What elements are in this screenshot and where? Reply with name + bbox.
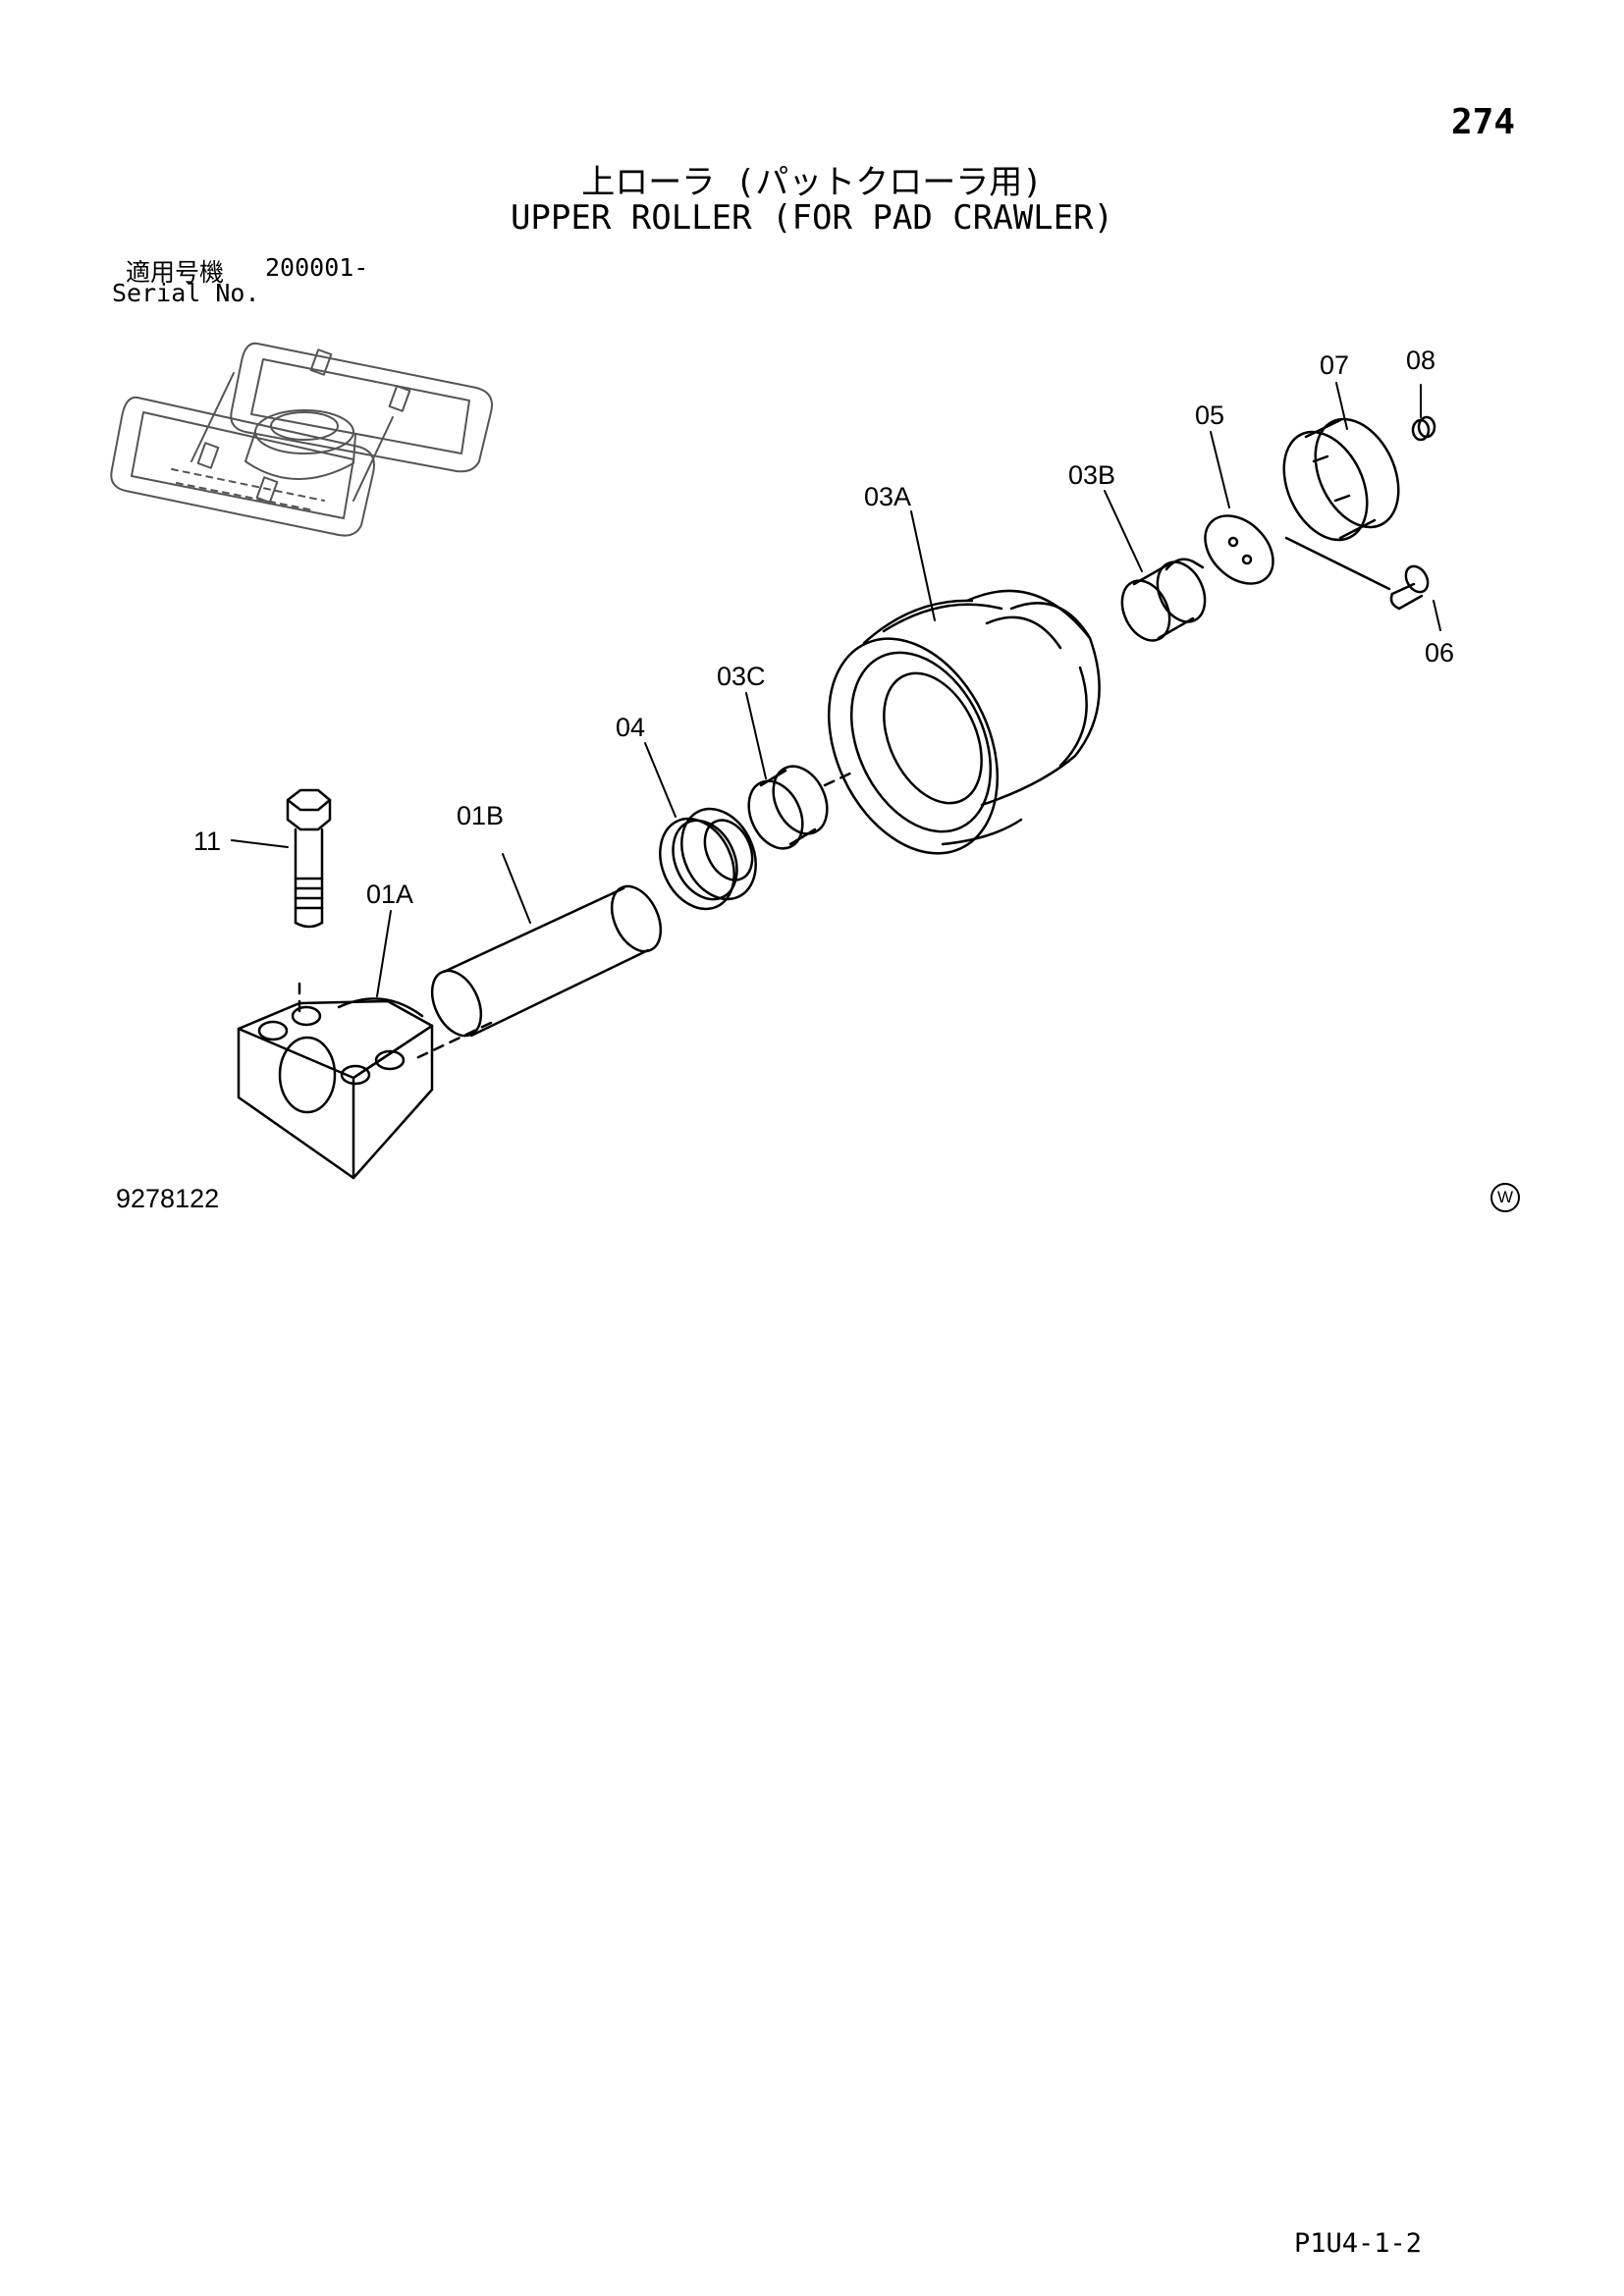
part-label-03a: 03A xyxy=(864,482,912,511)
leader-lines xyxy=(231,382,1441,997)
serial-label-japanese: 適用号機 xyxy=(126,258,225,287)
part-04-seal xyxy=(659,807,757,911)
part-03b-bushing xyxy=(1120,558,1207,642)
page-code: P1U4-1-2 xyxy=(1294,2228,1423,2259)
part-01b-shaft xyxy=(410,884,663,1062)
part-label-01a: 01A xyxy=(366,880,414,909)
page-title-english: UPPER ROLLER (FOR PAD CRAWLER) xyxy=(510,198,1114,238)
page-title-japanese: 上ローラ (パットクローラ用) xyxy=(581,163,1043,202)
undercarriage-locator-illustration xyxy=(110,342,493,537)
part-label-03c: 03C xyxy=(717,662,766,691)
drawing-number: 9278122 xyxy=(116,1184,220,1213)
part-08-plug xyxy=(1411,415,1436,442)
part-label-11: 11 xyxy=(193,827,222,856)
part-11-bolt xyxy=(286,788,332,929)
part-07-cover xyxy=(1282,417,1400,542)
part-label-01b: 01B xyxy=(457,801,505,830)
part-label-05: 05 xyxy=(1195,400,1225,430)
part-label-07: 07 xyxy=(1320,350,1350,380)
part-label-08: 08 xyxy=(1406,346,1436,375)
part-05-plate xyxy=(1204,514,1274,585)
part-label-03b: 03B xyxy=(1068,460,1116,490)
part-label-06: 06 xyxy=(1425,638,1455,667)
part-03c-bushing xyxy=(747,765,856,850)
part-label-04: 04 xyxy=(616,713,646,742)
serial-label-english: Serial No. xyxy=(112,279,260,307)
page-number: 274 xyxy=(1451,102,1516,142)
part-06-screw xyxy=(1284,536,1430,611)
w-mark-icon: W xyxy=(1490,1183,1520,1212)
serial-range: 200001- xyxy=(265,253,369,282)
part-01a-bracket xyxy=(237,975,434,1180)
part-03a-roller xyxy=(827,589,1101,855)
